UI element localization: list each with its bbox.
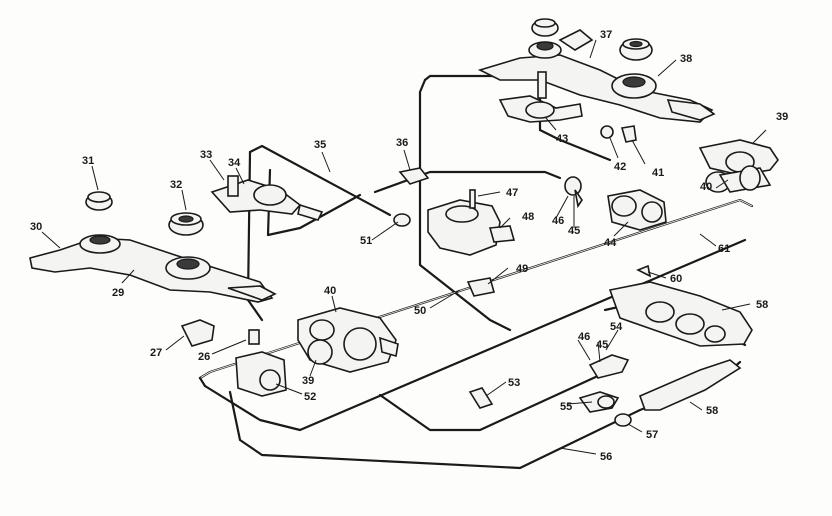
- callout-40-top: 40: [700, 181, 712, 193]
- callout-36: 36: [396, 137, 408, 149]
- callout-numbers: 30 29 31 32 33 34 35 36 37 38 39 40 41 4…: [30, 29, 788, 463]
- callout-47: 47: [506, 187, 518, 199]
- callout-55: 55: [560, 401, 572, 413]
- callout-45-lower: 45: [596, 339, 608, 351]
- fitting-54-55: [578, 354, 630, 413]
- fitting-45-46-top: [564, 176, 583, 209]
- callout-46-top: 46: [552, 215, 564, 227]
- callout-33: 33: [200, 149, 212, 161]
- tube-58-lower: [638, 359, 742, 411]
- valve-39-40-top: [698, 139, 779, 193]
- burner-cap-31: [85, 191, 113, 211]
- valve-39-40-lower: [297, 307, 399, 373]
- gas-tubing: [198, 74, 754, 470]
- callout-43: 43: [556, 133, 568, 145]
- callout-51: 51: [360, 235, 372, 247]
- callout-53: 53: [508, 377, 520, 389]
- callout-34: 34: [228, 157, 241, 169]
- fitting-57: [614, 413, 632, 427]
- callout-26: 26: [198, 351, 210, 363]
- leader-lines: [41, 39, 767, 455]
- callout-42: 42: [614, 161, 626, 173]
- valve-orifice-33-34: [210, 175, 324, 221]
- callout-56: 56: [600, 451, 612, 463]
- regulator-58-upper: [608, 281, 753, 347]
- callout-30: 30: [30, 221, 42, 233]
- clip-41-42: [600, 125, 637, 143]
- callout-38: 38: [680, 53, 692, 65]
- burner-cap-top-left: [531, 18, 559, 37]
- fitting-51: [393, 213, 411, 227]
- regulator-47-48: [427, 189, 516, 256]
- left-burner-assembly: [29, 234, 277, 303]
- fitting-60: [636, 264, 652, 278]
- callout-52: 52: [304, 391, 316, 403]
- callout-57: 57: [646, 429, 658, 441]
- callout-44: 44: [604, 237, 617, 249]
- valve-44: [607, 189, 667, 231]
- callout-61: 61: [718, 243, 730, 255]
- callout-35: 35: [314, 139, 326, 151]
- callout-50: 50: [414, 305, 426, 317]
- fitting-36: [398, 167, 430, 185]
- callout-49: 49: [516, 263, 528, 275]
- bracket-27: [180, 319, 215, 347]
- callout-39-top: 39: [776, 111, 788, 123]
- callout-39-lower: 39: [302, 375, 314, 387]
- callout-41: 41: [652, 167, 664, 179]
- bracket-52: [235, 351, 287, 397]
- clip-26: [248, 329, 260, 345]
- callout-31: 31: [82, 155, 94, 167]
- callout-37: 37: [600, 29, 612, 41]
- bracket-53: [468, 387, 494, 409]
- callout-45-top: 45: [568, 225, 580, 237]
- valve-43: [498, 71, 583, 123]
- callout-40-lower: 40: [324, 285, 336, 297]
- callout-60: 60: [670, 273, 682, 285]
- callout-29: 29: [112, 287, 124, 299]
- burner-cap-38: [619, 38, 653, 61]
- callout-48: 48: [522, 211, 534, 223]
- burner-cap-32: [168, 212, 204, 236]
- callout-27: 27: [150, 347, 162, 359]
- callout-58-upper: 58: [756, 299, 768, 311]
- bracket-49: [466, 277, 496, 297]
- callout-32: 32: [170, 179, 182, 191]
- callout-54: 54: [610, 321, 623, 333]
- callout-58-lower: 58: [706, 405, 718, 417]
- callout-46-lower: 46: [578, 331, 590, 343]
